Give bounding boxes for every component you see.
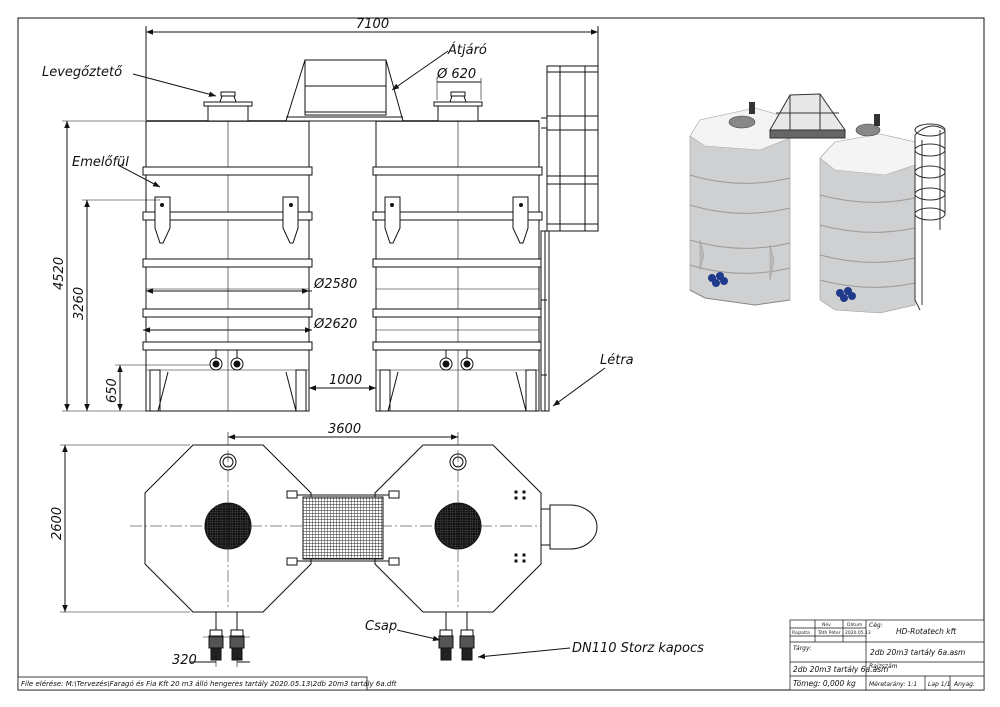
dim-overall-width: 7100 [356,17,389,32]
tb-header-name: Név [822,621,831,628]
tb-subject-value: 2db 20m3 tartály 6a.asm [870,648,965,657]
right-tank-plan [360,444,550,613]
left-tank-elevation [142,91,313,412]
label-ladder: Létra [600,353,634,368]
walkway-plan [286,490,400,566]
title-block [789,619,985,691]
taps-plan [203,612,475,661]
dim-dia-2580: Ø2580 [313,277,357,292]
tb-date: 2020.05.13 [845,630,871,636]
file-path: File elérése: M:\Tervezés\Faragó és Fia … [21,680,397,688]
left-render-fittings [708,272,728,287]
dim-tap-spacing: 320 [172,653,197,668]
dim-plan-depth: 2600 [50,507,65,540]
dim-plan-centers: 3600 [328,422,361,437]
front-elevation [62,26,606,412]
right-tank-elevation [372,91,543,412]
ladder-elevation [540,65,599,412]
label-lifting-lug: Emelőfül [72,155,129,170]
file-path-box: File elérése: M:\Tervezés\Faragó és Fia … [17,676,397,691]
tb-sheet: Lap 1/1 [928,681,950,688]
dimension-texts: 7100 Ø 620 4520 3260 650 Ø2580 Ø2620 100… [50,17,476,668]
tb-designer-name: Tóth Péter [817,629,841,636]
dim-dia-2620: Ø2620 [313,317,357,332]
tb-company: HD-Rotatech kft [896,627,957,636]
walkway-elevation [285,59,404,122]
right-render-fittings [836,287,856,302]
label-coupling: DN110 Storz kapocs [572,641,704,656]
dim-height-total: 4520 [52,257,67,290]
dim-gap: 1000 [329,373,362,388]
label-walkway: Átjáró [447,42,487,58]
tb-header-date: Dátum [847,621,862,628]
tb-drawing-name: 2db 20m3 tartály 6a.asm [793,665,888,674]
tb-drawing-number: Rajzszám [869,663,898,670]
left-tank-plan [130,444,320,613]
isometric-render [689,93,946,314]
tb-weight: Tömeg: 0,000 kg [793,679,856,688]
render-ladder [914,123,946,311]
tb-scale: Méretarány: 1:1 [869,681,917,688]
tb-designer-role: Rajzolta [792,630,810,636]
tb-company-label: Cég: [869,622,883,629]
render-walkway [769,93,846,139]
label-vent: Levegőztető [42,65,123,80]
plan-view [60,432,598,667]
label-tap: Csap [365,619,397,634]
title-block-texts: Név Dátum Rajzolta Tóth Péter 2020.05.13… [792,621,975,688]
tb-subject-label: Tárgy: [793,645,812,652]
drawing-frame [17,17,985,691]
tb-material: Anyag: [953,681,975,688]
dim-walkway-diameter: Ø 620 [436,67,476,82]
dim-height-low: 650 [105,378,120,403]
callout-labels: Levegőztető Átjáró Emelőfül Létra Csap D… [42,42,704,656]
ladder-plan [540,504,598,550]
dim-height-mid: 3260 [72,287,87,320]
